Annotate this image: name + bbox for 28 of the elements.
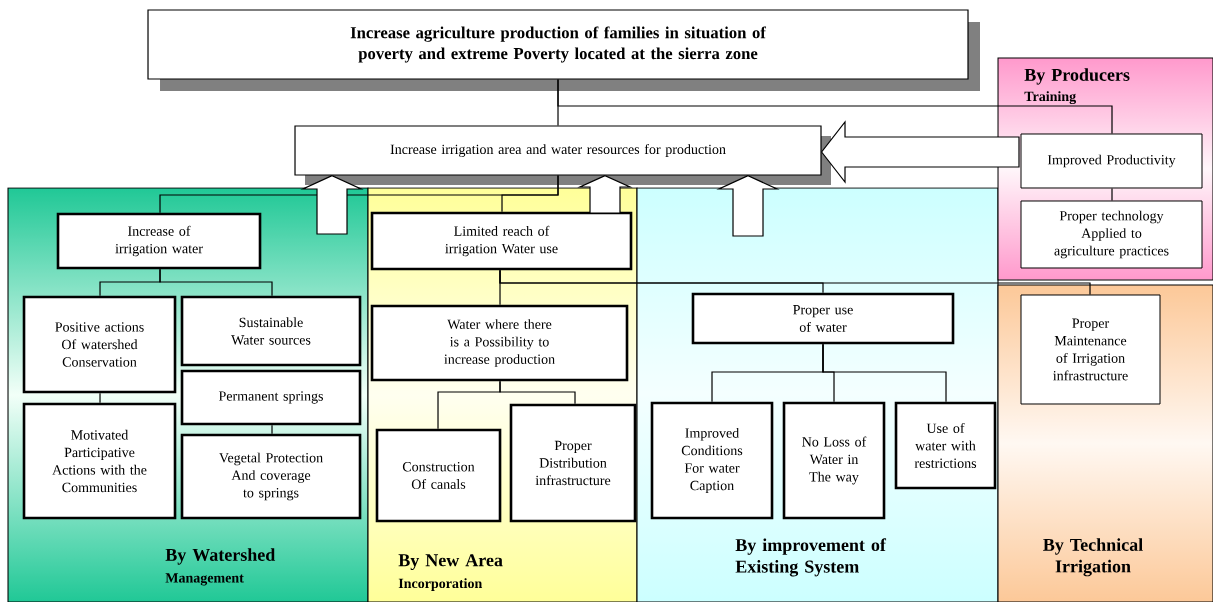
- cause-box: Sustainable Water sources: [180, 295, 362, 367]
- cause-box: Proper Maintenance of Irrigation infrastructure: [1020, 294, 1161, 405]
- connector-line: [499, 380, 576, 405]
- cause-box: Proper technology Applied to agriculture practices: [1020, 200, 1203, 269]
- cause-box: Positive actions Of watershed Conservation: [22, 295, 177, 394]
- connector-line: [557, 79, 1113, 135]
- cause-box: Proper Distribution infrastructure: [509, 403, 637, 523]
- objective-box: Increase irrigation area and water resources for production: [294, 125, 831, 185]
- cause-box: Permanent springs: [180, 369, 362, 426]
- connector-line: [499, 269, 1091, 296]
- goal-box: Increase agriculture production of families in situation of poverty and extreme Poverty located at the sierra zone: [147, 9, 980, 91]
- cause-box: Limited reach of irrigation Water use: [370, 211, 633, 271]
- cause-box: Increase of irrigation water: [56, 212, 262, 270]
- connector-line: [501, 175, 559, 213]
- cause-box: Improved Productivity: [1020, 133, 1203, 189]
- cause-box: Improved Conditions For water Caption: [650, 401, 774, 520]
- cause-box: Proper use of water: [691, 292, 955, 345]
- connector-line: [822, 343, 947, 403]
- connector-line: [99, 392, 101, 404]
- connector-line: [159, 268, 273, 297]
- cause-box: Construction Of canals: [375, 428, 502, 523]
- cause-box: No Loss of Water in The way: [782, 401, 886, 520]
- cause-box: Motivated Participative Actions with the Communities: [22, 402, 177, 520]
- cause-box: Water where there is a Possibility to increase production: [370, 304, 629, 382]
- connector-line: [1111, 187, 1113, 202]
- connector-line: [271, 424, 273, 435]
- cause-box: Vegetal Protection And coverage to springs: [180, 433, 362, 520]
- cause-box: Use of water with restrictions: [894, 401, 997, 490]
